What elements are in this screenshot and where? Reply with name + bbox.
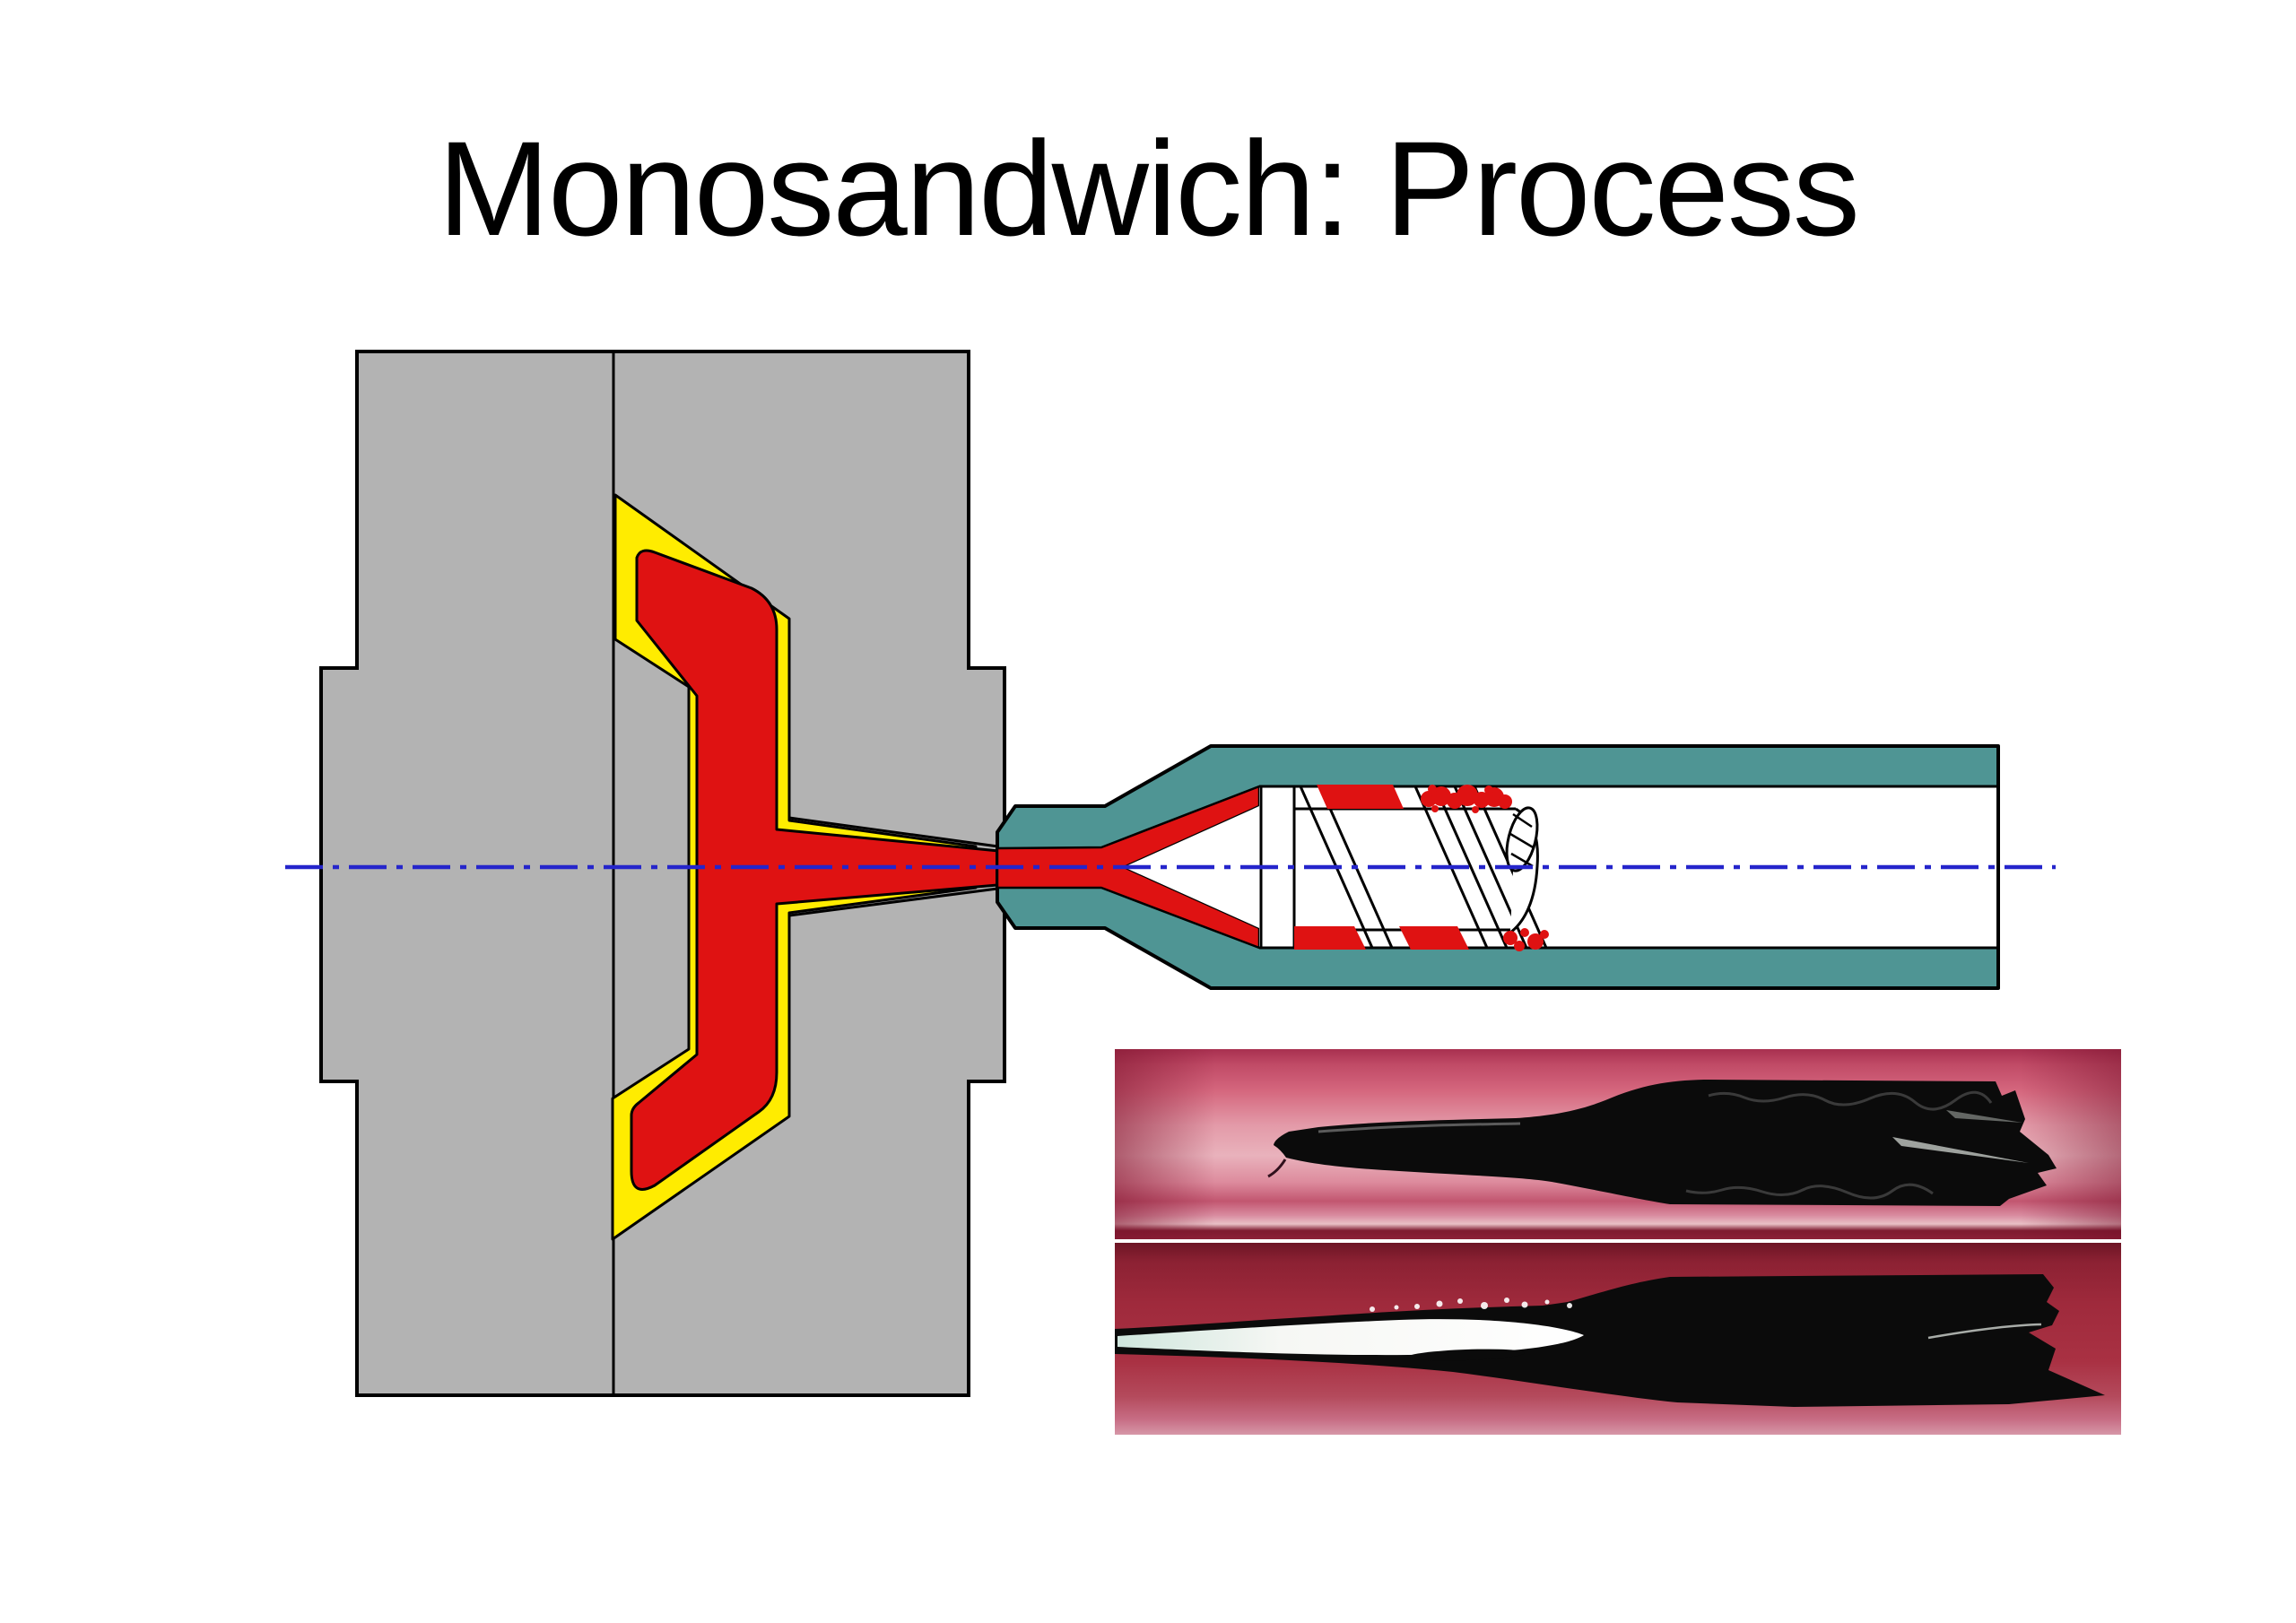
sprue-wall-lines (788, 816, 1005, 917)
cutaway-part-silhouette (1115, 1274, 2105, 1407)
mold-block (319, 350, 1006, 1397)
part-top-speckles (1708, 1090, 1993, 1111)
part-tear-highlight (1892, 1137, 2029, 1163)
cutaway-right-highlight (1927, 1323, 2042, 1340)
white-core-lens (1118, 1319, 1584, 1356)
slide-title: Monosandwich: Process (438, 113, 1860, 264)
part-tip-shadow (1267, 1159, 1287, 1178)
part-tear-highlight-2 (1946, 1110, 2022, 1123)
photo-molded-part-top (1115, 1049, 2121, 1239)
molded-part-silhouette (1274, 1080, 2057, 1206)
screw-shaft-hatching (1509, 812, 1535, 868)
lens-dark-reflection (1408, 1349, 1525, 1361)
melt-scribbles (1421, 785, 1549, 951)
melt-pockets (1294, 785, 1469, 950)
mold-cross-section (319, 350, 1010, 1397)
part-neck-highlight (1318, 1122, 1521, 1133)
part-bottom-speckles (1685, 1183, 1934, 1200)
glare-speckles (1370, 1298, 1572, 1312)
cavity-core-material (630, 549, 1010, 1191)
photo-molded-part-bottom (1115, 1243, 2121, 1435)
